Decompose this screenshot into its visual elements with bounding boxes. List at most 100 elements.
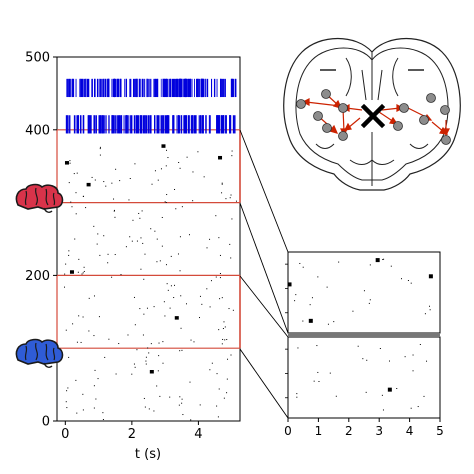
spike-dot [107, 262, 109, 264]
spike-dot [225, 198, 227, 200]
spike-dot [165, 165, 167, 167]
spike-dot [221, 182, 223, 184]
spike-dot [229, 197, 231, 199]
spike-dot [88, 297, 90, 299]
spike-dot [167, 289, 169, 291]
zoom-spike-dot [302, 266, 304, 268]
spike-dot [150, 343, 152, 345]
spike-dot [222, 328, 224, 330]
spike-dot [159, 395, 161, 397]
zoom-spike-dot [326, 286, 328, 288]
zoom-spike-dot [362, 358, 364, 360]
burst-spike [69, 270, 74, 274]
spike-dot [76, 172, 78, 174]
spike-dot [145, 360, 147, 362]
spike-dot [70, 201, 72, 203]
spike-dot [226, 378, 228, 380]
spike-dot [221, 297, 223, 299]
spike-dot [145, 363, 147, 365]
spike-dot [127, 334, 129, 336]
spike-dot [219, 272, 221, 274]
spike-dot [230, 194, 232, 196]
spike-dot [188, 234, 190, 236]
spike-dot [93, 407, 95, 409]
spike-dot [153, 306, 155, 308]
spike-dot [199, 404, 201, 406]
zoom-spike-dot [404, 356, 406, 358]
spike-dot [93, 225, 95, 227]
spike-dot [197, 151, 199, 153]
spike-dot [75, 213, 77, 215]
spike-dot [66, 390, 68, 392]
zoom-spike-dot [365, 391, 367, 393]
spike-dot [71, 206, 73, 208]
zoom-spike-dot [299, 262, 301, 264]
spike-dot [115, 373, 117, 375]
spike-dot [88, 330, 90, 332]
spike-dot [94, 369, 96, 371]
burst-spike [149, 369, 154, 374]
spike-dot [223, 397, 225, 399]
spike-dot [165, 264, 167, 266]
spike-dot [148, 408, 150, 410]
spike-dot [179, 270, 181, 272]
zoom-spike-dot [316, 345, 318, 347]
spike-dot [66, 407, 68, 409]
spike-dot [164, 201, 166, 203]
spike-dot [120, 274, 122, 276]
spike-dot [144, 253, 146, 255]
spike-dot [158, 355, 160, 357]
zoom-spike-dot [426, 360, 428, 362]
spike-dot [174, 284, 176, 286]
spike-dot [218, 237, 220, 239]
spike-dot [68, 182, 70, 184]
spike-dot [146, 307, 148, 309]
zoom-y-axis-ticks [285, 263, 288, 399]
spike-dot [76, 341, 78, 343]
spike-dot [209, 369, 211, 371]
spike-dot [68, 250, 70, 252]
x-mark-icon [360, 103, 386, 129]
zoom-spike-dot [357, 345, 359, 347]
spike-dot [108, 338, 110, 340]
spike-dot [173, 297, 175, 299]
spike-dot [160, 168, 162, 170]
zoom-spike-dot [317, 371, 319, 373]
spike-dot [75, 379, 77, 381]
spike-dot [221, 343, 223, 345]
zoom-panel-gap [288, 333, 440, 337]
spike-dot [166, 194, 168, 196]
spike-dot [156, 385, 158, 387]
spike-dot [169, 307, 171, 309]
spike-dot [181, 398, 183, 400]
spike-dot [206, 288, 208, 290]
zoom-connector-lines [239, 129, 289, 419]
zoom-spike-dot [382, 409, 384, 411]
spike-dot [141, 210, 143, 212]
spike-dot [140, 268, 142, 270]
burst-spike [174, 316, 179, 320]
spike-dot [131, 373, 133, 375]
spike-dot [143, 313, 145, 315]
spike-dot [203, 176, 205, 178]
zoom-spike-dot [410, 282, 412, 284]
spike-dot [180, 327, 182, 329]
spike-dot [189, 381, 191, 383]
spike-dot [231, 150, 233, 152]
spike-dot [103, 181, 105, 183]
zoom-spike-dot [297, 347, 299, 349]
zoom-spike-dot [295, 294, 297, 296]
spike-dot [156, 261, 158, 263]
zoom-spike-dot [419, 343, 421, 345]
spike-dot [76, 412, 78, 414]
spike-dot [82, 409, 84, 411]
spike-dot [148, 352, 150, 354]
spike-dot [139, 217, 141, 219]
spike-dot [164, 315, 166, 317]
spike-dot [231, 155, 233, 157]
spike-dot [125, 246, 127, 248]
spike-dot [82, 272, 84, 274]
spike-dot [102, 412, 104, 414]
